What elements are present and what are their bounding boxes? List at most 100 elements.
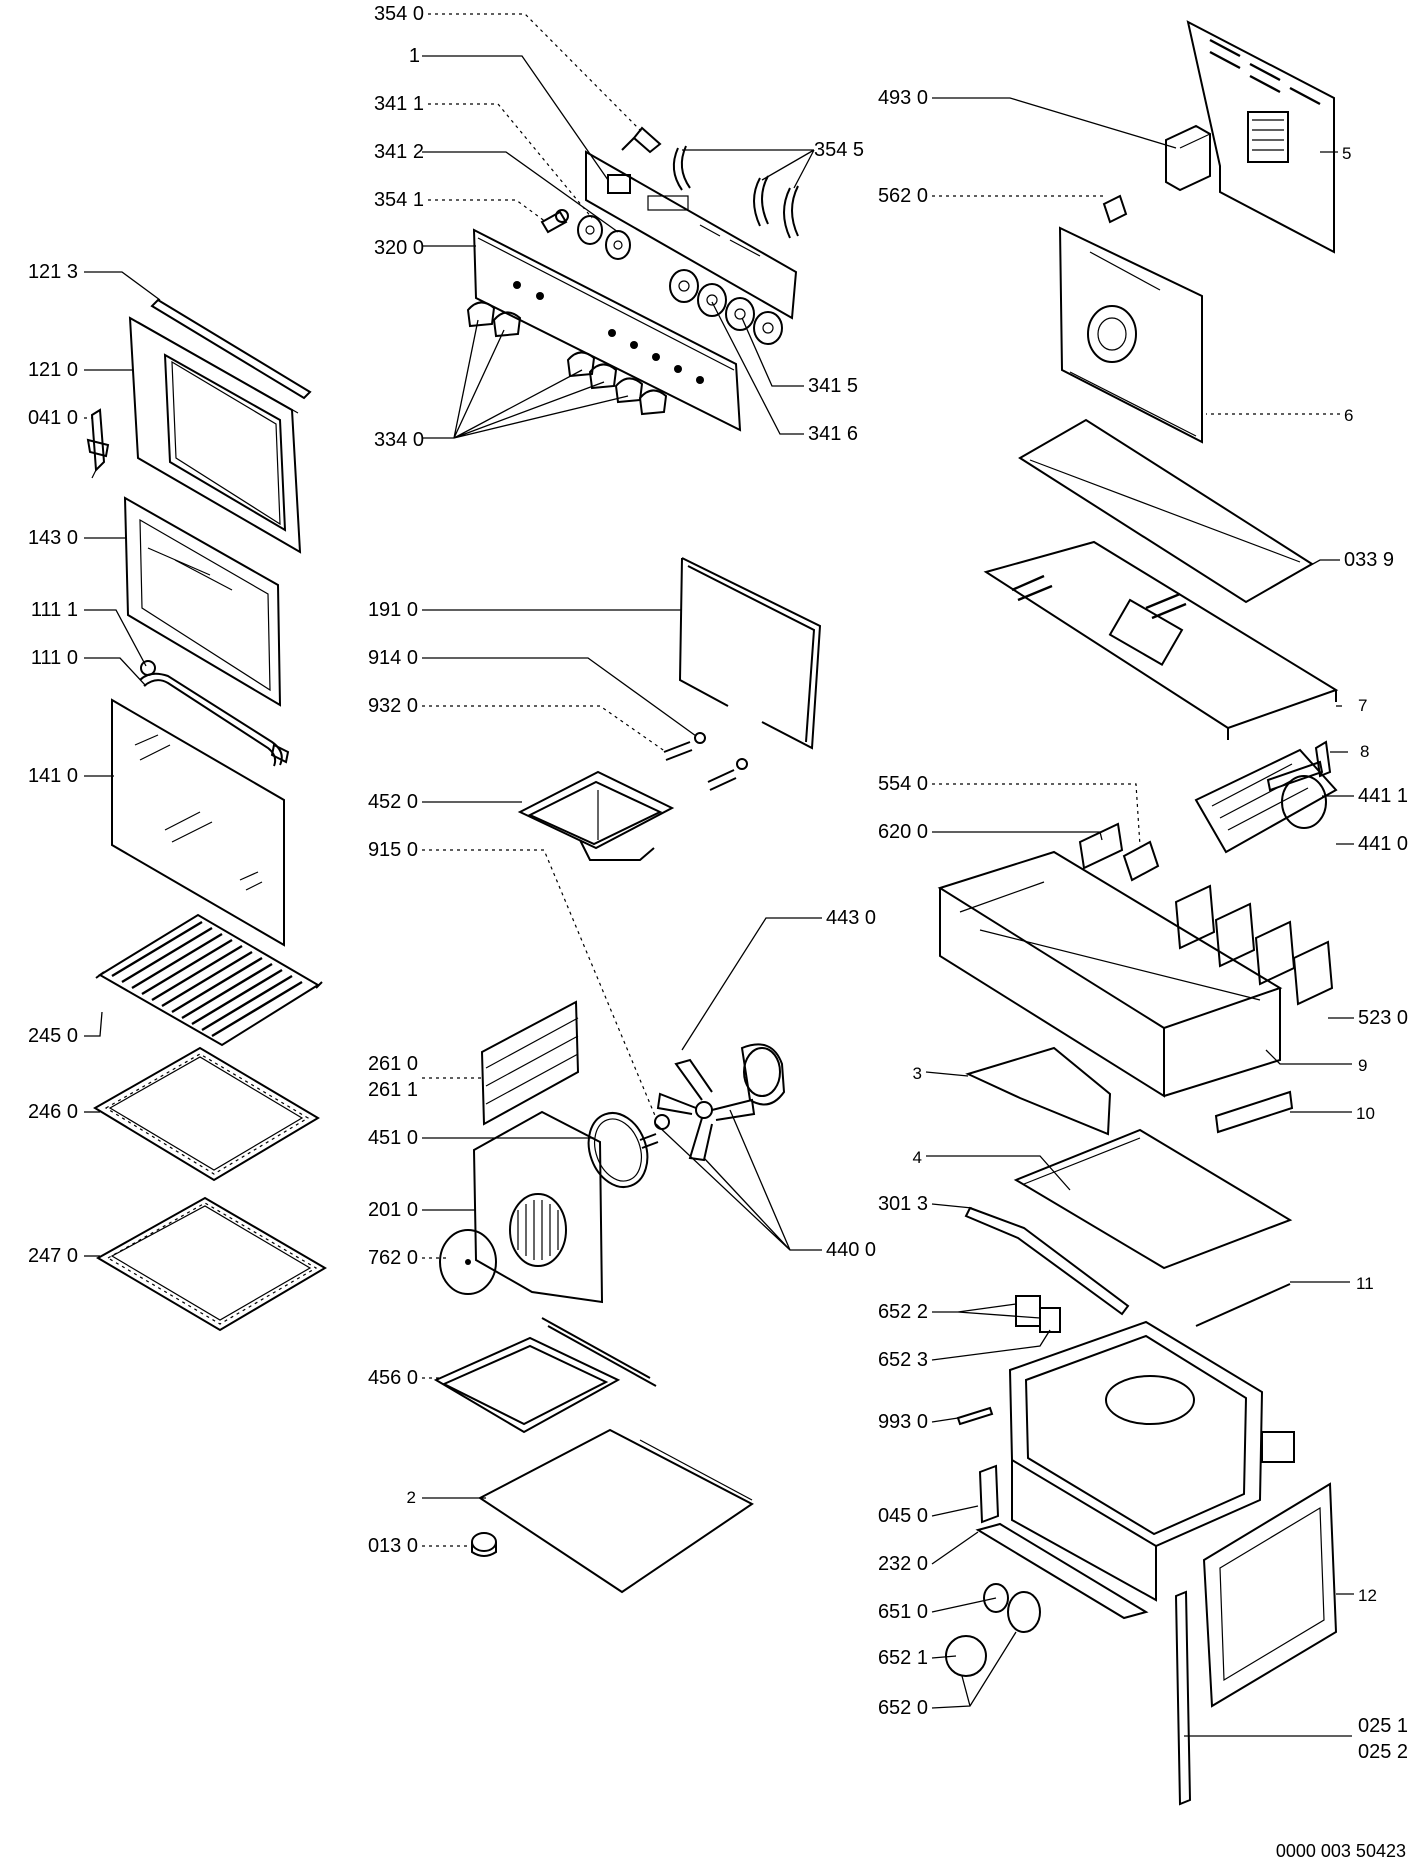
side-panel	[1202, 1482, 1338, 1708]
label-441-1: 441 1	[1358, 785, 1409, 807]
door-gasket	[678, 557, 822, 750]
label-025-2: 025 2	[1358, 1741, 1409, 1763]
control-knobs	[466, 301, 668, 416]
label-562-0: 562 0	[877, 185, 928, 207]
label-440-0: 440 0	[826, 1239, 877, 1261]
label-5: 5	[1342, 144, 1352, 163]
label-441-0: 441 0	[1358, 833, 1409, 855]
label-762-0: 762 0	[367, 1247, 418, 1269]
label-111-0: 111 0	[30, 647, 78, 669]
lower-heating-element	[433, 1317, 657, 1434]
wiring-harnesses	[672, 145, 799, 239]
oven-cavity	[1008, 1320, 1295, 1602]
label-341-1: 341 1	[373, 93, 424, 115]
label-9: 9	[1358, 1056, 1368, 1075]
label-993-0: 993 0	[877, 1411, 928, 1433]
mounting-rail	[1214, 1090, 1294, 1134]
label-11: 11	[1356, 1274, 1374, 1293]
fan-heating-element-ring	[587, 1112, 659, 1188]
wire-shelf	[95, 913, 323, 1047]
side-guide-strip	[964, 1206, 1130, 1316]
knob-discs-small	[577, 215, 631, 260]
label-301-3: 301 3	[877, 1193, 928, 1215]
label-915-0: 915 0	[367, 839, 418, 861]
drawing-code: 0000 003 50423	[1275, 1841, 1406, 1861]
roasting-pan	[95, 1196, 327, 1332]
side-rack	[480, 1000, 580, 1126]
transformer	[1165, 124, 1211, 192]
label-354-0: 354 0	[373, 3, 424, 25]
lamp-holder	[1015, 1295, 1061, 1333]
knob-discs-large	[669, 269, 783, 345]
label-456-0: 456 0	[367, 1367, 418, 1389]
label-6: 6	[1344, 406, 1354, 425]
label-191-0: 191 0	[367, 599, 418, 621]
leader-lines	[84, 13, 1354, 1737]
thermal-cutout	[1122, 840, 1160, 882]
baking-tray	[93, 1046, 320, 1182]
label-121-3: 121 3	[27, 261, 78, 283]
label-141-0: 141 0	[27, 765, 78, 787]
label-143-0: 143 0	[27, 527, 78, 549]
label-451-0: 451 0	[367, 1127, 418, 1149]
label-033-9: 033 9	[1344, 549, 1395, 571]
label-651-0: 651 0	[877, 1601, 928, 1623]
label-3: 3	[912, 1064, 922, 1083]
label-493-0: 493 0	[877, 87, 928, 109]
rear-panel-top	[1186, 20, 1335, 254]
label-932-0: 932 0	[367, 695, 418, 717]
label-7: 7	[1358, 696, 1368, 715]
label-245-0: 245 0	[27, 1025, 78, 1047]
top-cover-plate	[983, 540, 1339, 740]
grill-heating-element	[517, 770, 675, 861]
door-glass-panel	[111, 698, 285, 947]
inner-door-frame	[123, 496, 282, 707]
element-connectors	[663, 732, 748, 791]
label-041-0: 041 0	[27, 407, 78, 429]
label-10: 10	[1356, 1104, 1375, 1123]
label-121-0: 121 0	[27, 359, 78, 381]
label-341-5: 341 5	[808, 375, 859, 397]
fan-motor	[740, 1043, 786, 1106]
label-652-1: 652 1	[877, 1647, 928, 1669]
label-4: 4	[912, 1148, 922, 1167]
label-652-2: 652 2	[877, 1301, 928, 1323]
label-452-0: 452 0	[367, 791, 418, 813]
relay-board	[1078, 822, 1124, 870]
door-trim-strip	[150, 298, 312, 400]
lamp-cover	[983, 1583, 1009, 1613]
rear-panel-main	[1058, 226, 1203, 444]
label-341-2: 341 2	[373, 141, 424, 163]
base-rail	[975, 1522, 1149, 1620]
label-12: 12	[1358, 1586, 1377, 1605]
duct-plate	[965, 1046, 1112, 1136]
control-panel-front	[472, 228, 742, 432]
label-201-0: 201 0	[367, 1199, 418, 1221]
lamp-glass	[945, 1591, 1041, 1677]
switch-block	[1174, 884, 1334, 1006]
control-board	[585, 150, 798, 320]
door-hinge	[86, 408, 110, 479]
small-bracket	[1314, 740, 1332, 778]
label-443-0: 443 0	[826, 907, 877, 929]
screw	[956, 1406, 994, 1426]
label-2: 2	[406, 1488, 416, 1507]
label-341-6: 341 6	[808, 423, 859, 445]
bracket-small	[978, 1464, 1000, 1524]
label-1: 1	[408, 45, 420, 67]
rod	[1195, 1283, 1291, 1327]
thermostat-probe	[621, 126, 662, 154]
label-914-0: 914 0	[367, 647, 418, 669]
door-handle	[139, 660, 290, 767]
label-652-3: 652 3	[877, 1349, 928, 1371]
fan-blade	[654, 1058, 756, 1162]
label-247-0: 247 0	[27, 1245, 78, 1267]
fan-cover-disc	[439, 1229, 497, 1295]
tangential-fan	[1194, 748, 1338, 854]
indicator-lamp	[540, 209, 569, 234]
label-111-1: 111 1	[30, 599, 78, 621]
label-320-0: 320 0	[373, 237, 424, 259]
outer-door-frame	[128, 316, 302, 554]
electronics-tray	[937, 850, 1283, 1098]
